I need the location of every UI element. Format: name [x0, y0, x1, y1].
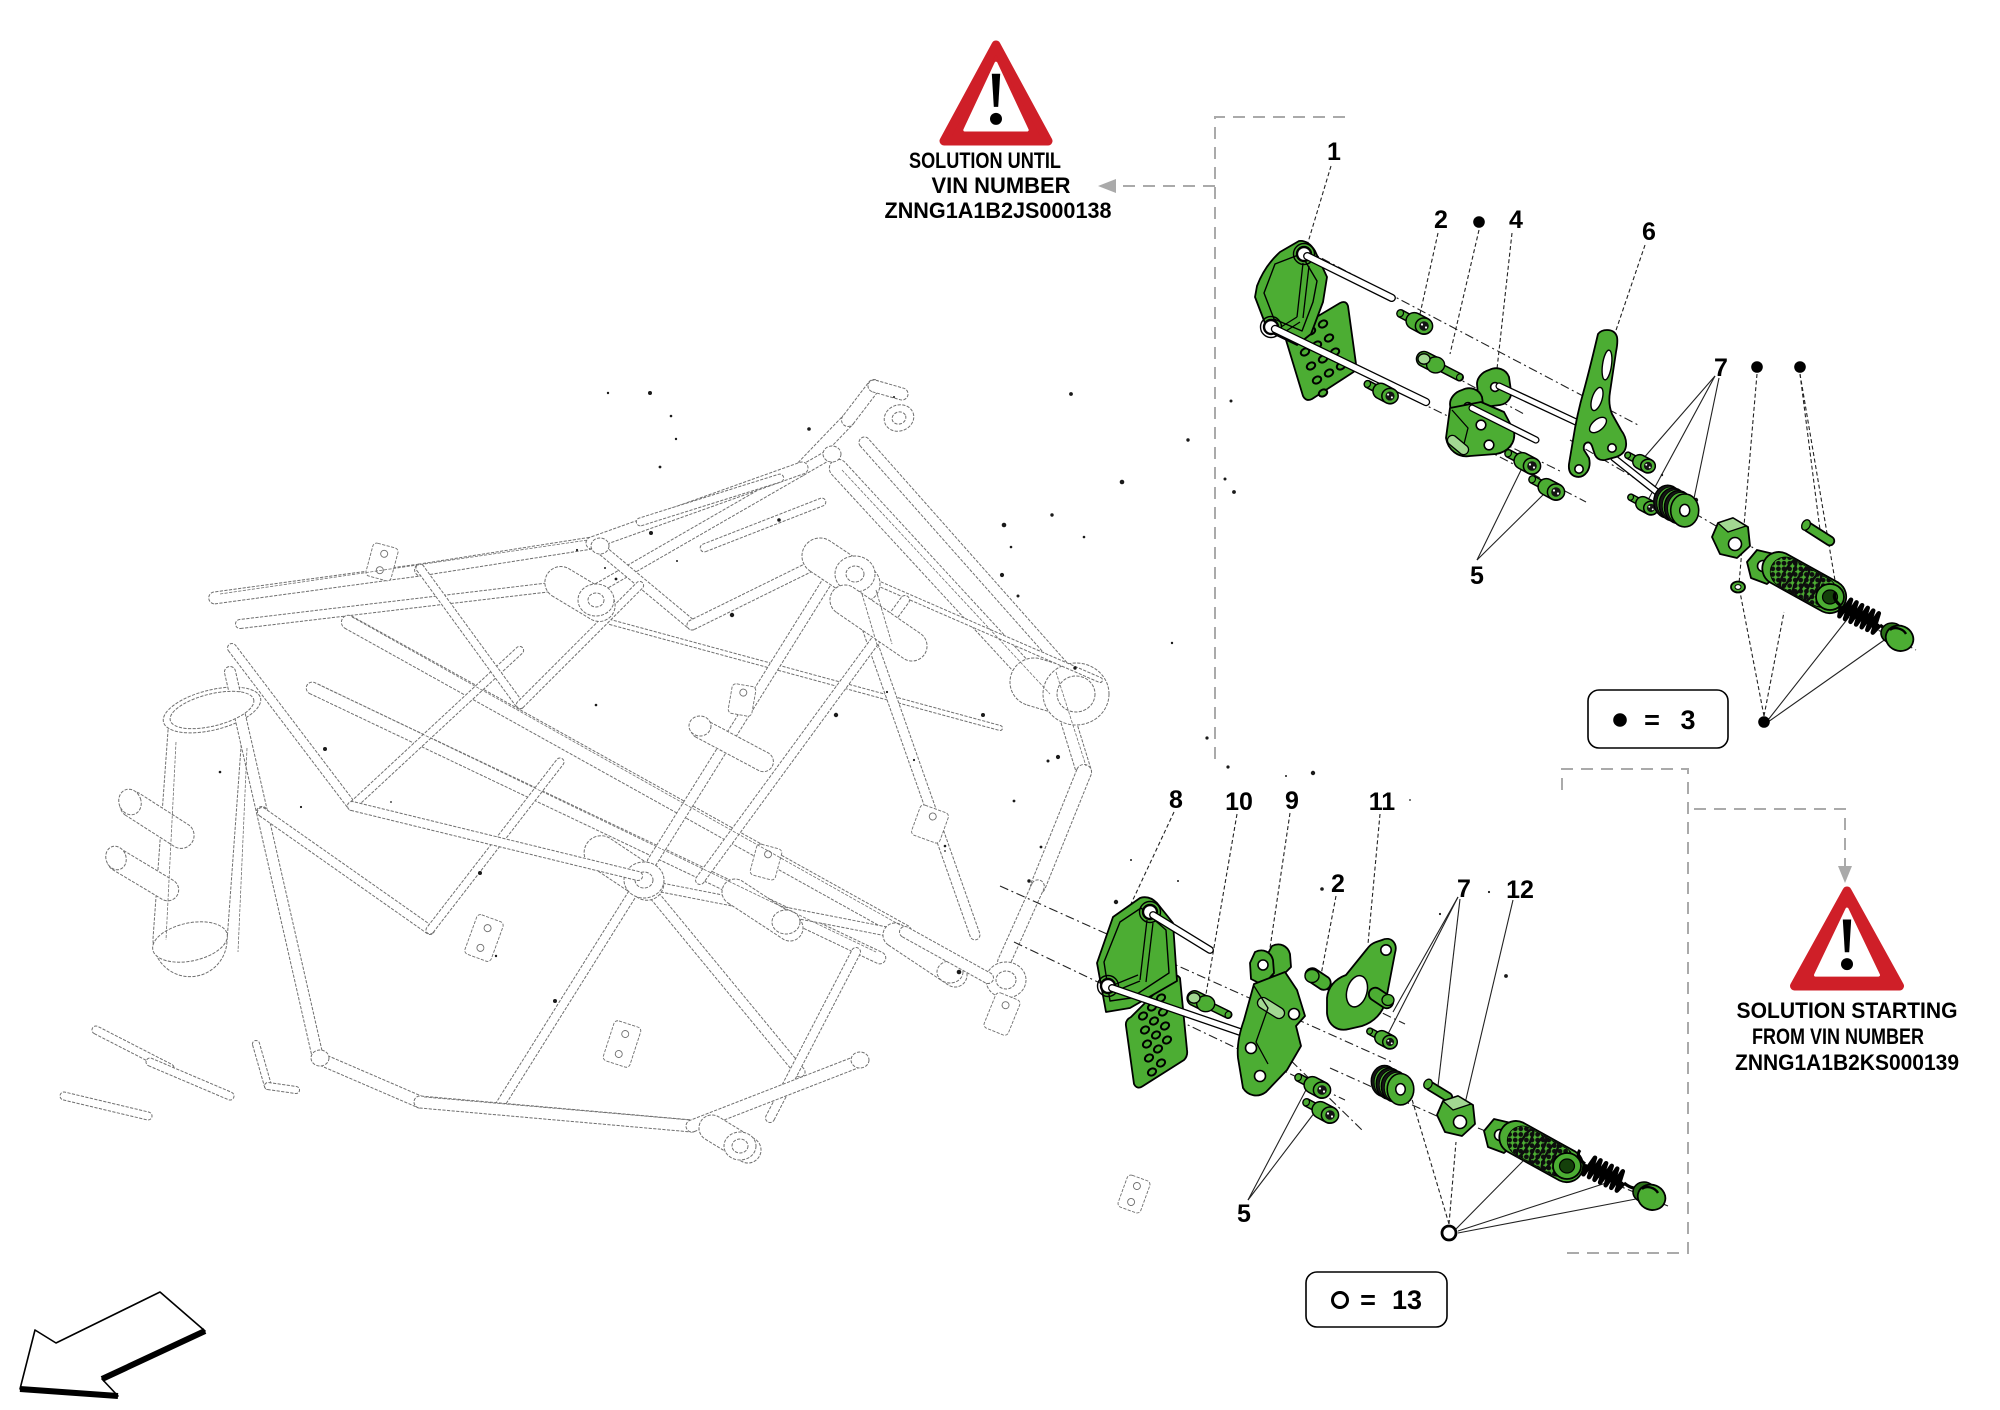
svg-text:7: 7	[1714, 354, 1728, 382]
svg-text:9: 9	[1285, 787, 1299, 815]
svg-text:5: 5	[1237, 1200, 1251, 1228]
svg-text:3: 3	[1680, 705, 1695, 735]
svg-text:=: =	[1360, 1285, 1376, 1315]
svg-text:13: 13	[1392, 1285, 1422, 1315]
svg-text:ZNNG1A1B2KS000139: ZNNG1A1B2KS000139	[1735, 1050, 1959, 1075]
svg-text:SOLUTION STARTING: SOLUTION STARTING	[1737, 998, 1958, 1023]
svg-text:2: 2	[1331, 870, 1345, 898]
svg-text:=: =	[1644, 705, 1660, 735]
svg-text:VIN NUMBER: VIN NUMBER	[932, 173, 1071, 198]
svg-text:FROM VIN NUMBER: FROM VIN NUMBER	[1752, 1024, 1924, 1049]
svg-text:11: 11	[1369, 788, 1396, 816]
svg-text:2: 2	[1434, 206, 1448, 234]
svg-text:12: 12	[1506, 876, 1534, 904]
svg-text:6: 6	[1642, 218, 1656, 246]
svg-text:SOLUTION UNTIL: SOLUTION UNTIL	[909, 148, 1061, 173]
svg-text:10: 10	[1225, 788, 1253, 816]
svg-text:ZNNG1A1B2JS000138: ZNNG1A1B2JS000138	[885, 198, 1112, 223]
svg-text:4: 4	[1509, 206, 1523, 234]
svg-text:7: 7	[1457, 875, 1471, 903]
svg-text:5: 5	[1470, 562, 1484, 590]
svg-text:8: 8	[1169, 786, 1183, 814]
svg-text:1: 1	[1327, 138, 1341, 166]
